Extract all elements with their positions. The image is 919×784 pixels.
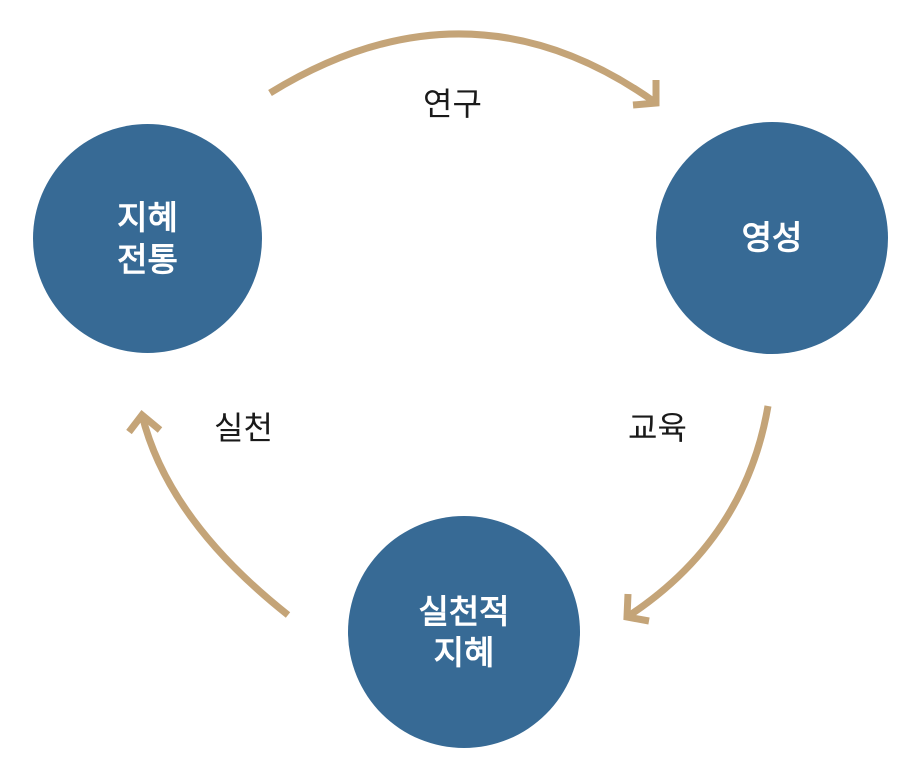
research-arrowhead [632,80,660,109]
research-arrow [268,30,659,106]
node-practical-wisdom-line1: 실천적 [418,591,510,631]
node-practical-wisdom-line2: 지혜 [433,633,495,672]
education-arrow [625,405,772,620]
node-wisdom-tradition-line2: 전통 [117,239,178,279]
node-spirituality: 영성 [656,122,888,354]
node-wisdom-tradition-line1: 지혜 [117,198,178,238]
education-arrowhead [623,593,650,625]
edge-label-practice: 실천 [214,409,273,447]
practice-arrow [138,414,291,618]
node-practical-wisdom: 실천적 지혜 [348,516,580,748]
node-spirituality-line1: 영성 [741,218,803,258]
node-wisdom-tradition: 지혜 전통 [33,124,262,353]
edge-label-research: 연구 [423,85,482,123]
edge-label-education: 교육 [628,409,687,447]
practice-arrowhead [126,409,163,435]
